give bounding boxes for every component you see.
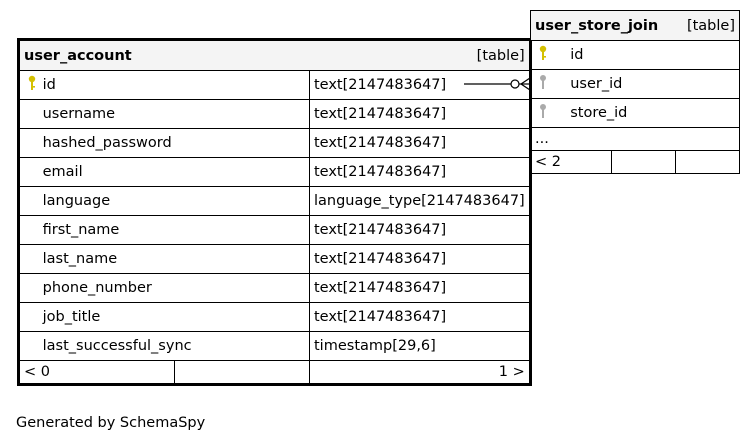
column-name: first_name [42, 222, 120, 238]
foreign-key-icon [537, 102, 549, 124]
column-type: text[2147483647] [309, 302, 531, 332]
column-type: text[2147483647] [309, 99, 531, 129]
table-row[interactable]: job_title text[2147483647] [18, 302, 531, 332]
primary-key-icon [26, 74, 38, 96]
table-kind: [table] [476, 47, 525, 64]
column-name: username [42, 106, 116, 122]
table-header: user_account [table] [18, 39, 531, 71]
column-name: hashed_password [42, 135, 172, 151]
footer-spacer [611, 150, 676, 174]
column-name: language [42, 193, 111, 209]
column-name: last_name [42, 251, 118, 267]
column-name: email [42, 164, 83, 180]
table-header: user_store_join [table] [530, 10, 740, 41]
table-row[interactable]: last_successful_sync timestamp[29,6] [18, 331, 531, 361]
table-row[interactable]: first_name text[2147483647] [18, 215, 531, 245]
ellipsis-row: ... [530, 127, 740, 151]
column-type: text[2147483647] [309, 128, 531, 158]
column-name: id [570, 47, 584, 63]
column-name: user_id [570, 76, 623, 92]
table-row[interactable]: id text[2147483647] [18, 70, 531, 100]
table-row[interactable]: username text[2147483647] [18, 99, 531, 129]
table-row[interactable]: email text[2147483647] [18, 157, 531, 187]
column-name: phone_number [42, 280, 152, 296]
footer-spacer [174, 360, 310, 385]
table-footer: < 0 1 > [18, 360, 531, 385]
column-type: text[2147483647] [309, 244, 531, 274]
table-user-store-join[interactable]: user_store_join [table] id user_id sto [530, 10, 740, 174]
table-name[interactable]: user_account [24, 47, 132, 64]
column-name: job_title [42, 309, 101, 325]
table-user-account[interactable]: user_account [table] id text[2147483647]… [17, 38, 532, 386]
table-row[interactable]: user_id [530, 69, 740, 99]
table-row[interactable]: store_id [530, 98, 740, 128]
column-type: language_type[2147483647] [309, 186, 531, 216]
table-name[interactable]: user_store_join [535, 17, 659, 34]
parents-count[interactable]: 1 > [309, 360, 531, 385]
table-footer: < 2 [530, 150, 740, 174]
table-kind: [table] [686, 17, 735, 34]
column-type: text[2147483647] [309, 215, 531, 245]
footer-spacer [675, 150, 740, 174]
more-columns: ... [530, 127, 740, 151]
foreign-key-icon [537, 73, 549, 95]
primary-key-icon [537, 44, 549, 66]
column-name: store_id [570, 105, 628, 121]
table-row[interactable]: phone_number text[2147483647] [18, 273, 531, 303]
column-type: text[2147483647] [309, 157, 531, 187]
children-count[interactable]: < 2 [530, 150, 612, 174]
table-row[interactable]: id [530, 40, 740, 70]
table-row[interactable]: language language_type[2147483647] [18, 186, 531, 216]
table-row[interactable]: hashed_password text[2147483647] [18, 128, 531, 158]
generated-by-caption: Generated by SchemaSpy [16, 415, 206, 431]
column-name: last_successful_sync [42, 338, 192, 354]
column-type: text[2147483647] [309, 273, 531, 303]
column-type: text[2147483647] [309, 70, 531, 100]
children-count[interactable]: < 0 [18, 360, 175, 385]
column-type: timestamp[29,6] [309, 331, 531, 361]
table-row[interactable]: last_name text[2147483647] [18, 244, 531, 274]
column-name: id [42, 77, 56, 93]
